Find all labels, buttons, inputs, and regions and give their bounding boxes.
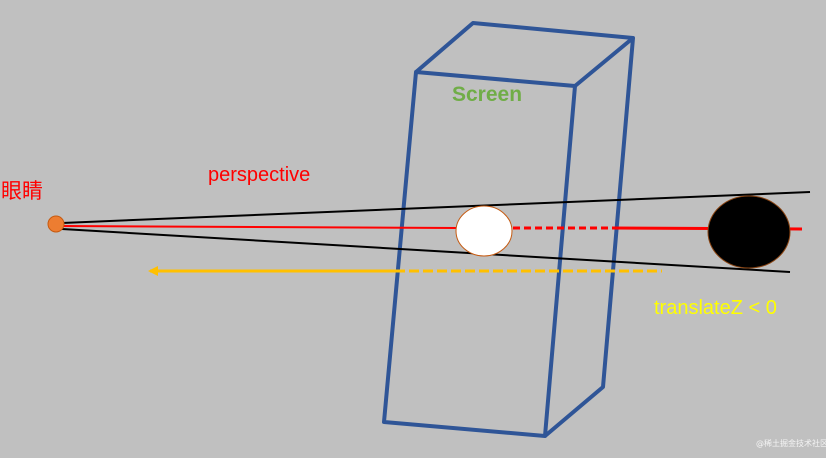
projected-object (455, 205, 513, 257)
eye-dot (47, 215, 65, 233)
perspective-label: perspective (208, 164, 311, 186)
eye-label: 眼睛 (1, 179, 43, 203)
watermark-text: @稀土掘金技术社区 (756, 439, 826, 448)
sight-lines (61, 191, 811, 273)
actual-object (707, 195, 791, 269)
upper-sight-line (61, 191, 811, 224)
screen-label: Screen (452, 83, 523, 106)
perspective-line-solid (61, 225, 459, 229)
perspective-line (61, 225, 803, 231)
screen-box (382, 21, 635, 438)
translate-z-label: translateZ < 0 (654, 297, 777, 319)
lower-sight-line (61, 228, 791, 273)
screen-box-side-edge (543, 37, 635, 438)
screen-box-top-face (414, 21, 635, 88)
